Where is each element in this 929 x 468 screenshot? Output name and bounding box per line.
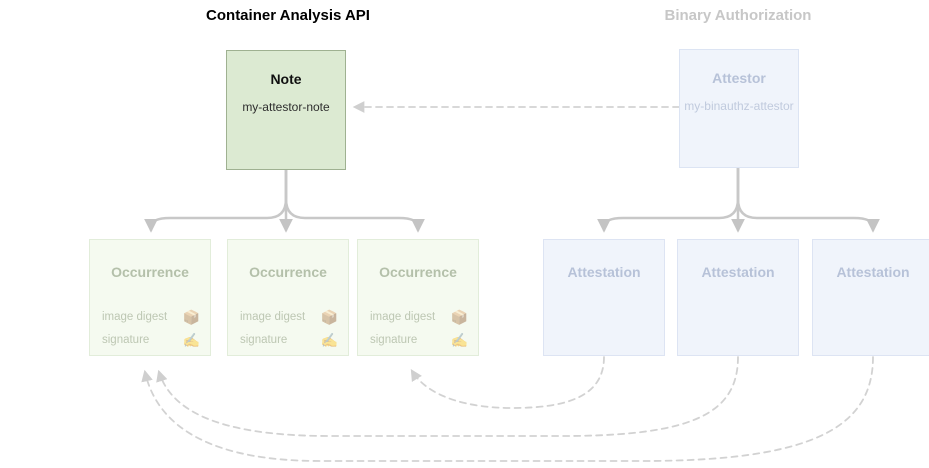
attestation-box-1: Attestation xyxy=(543,239,665,356)
arrow-attestation1-to-occurrence3 xyxy=(410,356,605,409)
field-signature: signature ✍️ xyxy=(240,333,338,347)
occurrence-box-2: Occurrence image digest 📦 signature ✍️ xyxy=(227,239,349,356)
section-title-container-analysis: Container Analysis API xyxy=(206,7,370,24)
image-digest-label: image digest xyxy=(102,311,168,323)
package-icon: 📦 xyxy=(320,309,338,325)
field-image-digest: image digest 📦 xyxy=(102,310,200,324)
arrow-note-to-occurrence-1 xyxy=(144,168,288,233)
image-digest-label: image digest xyxy=(240,311,306,323)
occurrence-title: Occurrence xyxy=(249,264,327,280)
package-icon: 📦 xyxy=(450,309,468,325)
attestor-title: Attestor xyxy=(712,70,766,86)
signature-icon: ✍️ xyxy=(320,332,338,348)
image-digest-label: image digest xyxy=(370,311,436,323)
attestation-title: Attestation xyxy=(836,264,910,280)
field-image-digest: image digest 📦 xyxy=(370,310,468,324)
occurrence-box-3: Occurrence image digest 📦 signature ✍️ xyxy=(357,239,479,356)
attestation-box-3: Attestation xyxy=(812,239,929,356)
section-title-binary-authorization: Binary Authorization xyxy=(664,7,812,24)
attestation-title: Attestation xyxy=(701,264,775,280)
signature-label: signature xyxy=(240,334,288,346)
note-title: Note xyxy=(270,71,302,87)
arrow-note-to-occurrence-3 xyxy=(284,168,425,233)
field-signature: signature ✍️ xyxy=(102,333,200,347)
attestor-box: Attestor my-binauthz-attestor xyxy=(679,49,799,168)
attestor-name: my-binauthz-attestor xyxy=(684,99,794,113)
note-name: my-attestor-note xyxy=(242,100,330,114)
attestation-box-2: Attestation xyxy=(677,239,799,356)
package-icon: 📦 xyxy=(182,309,200,325)
signature-label: signature xyxy=(102,334,150,346)
signature-label: signature xyxy=(370,334,418,346)
attestation-title: Attestation xyxy=(567,264,641,280)
arrow-attestation3-to-occurrence1 xyxy=(141,356,874,462)
field-image-digest: image digest 📦 xyxy=(240,310,338,324)
signature-icon: ✍️ xyxy=(450,332,468,348)
occurrence-title: Occurrence xyxy=(379,264,457,280)
arrow-attestor-to-attestation-3 xyxy=(736,166,880,233)
note-box: Note my-attestor-note xyxy=(226,50,346,170)
field-signature: signature ✍️ xyxy=(370,333,468,347)
arrow-attestation2-to-occurrence1 xyxy=(156,356,739,437)
arrow-attestor-to-attestation-1 xyxy=(597,166,740,233)
occurrence-title: Occurrence xyxy=(111,264,189,280)
occurrence-box-1: Occurrence image digest 📦 signature ✍️ xyxy=(89,239,211,356)
signature-icon: ✍️ xyxy=(182,332,200,348)
